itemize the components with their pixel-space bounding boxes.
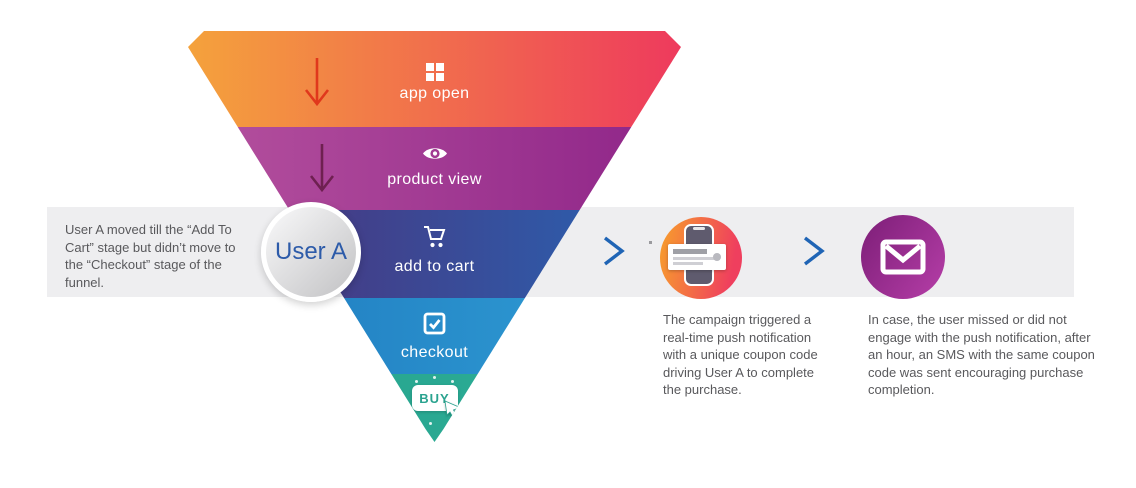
stage-label-product-view: product view [387,171,482,188]
down-arrow-icon [308,142,336,194]
stage-label-checkout: checkout [400,344,469,361]
cart-icon [422,225,448,249]
sms-envelope-icon [861,215,945,299]
right-arrow-icon [779,236,825,266]
stage-label-add-to-cart: add to cart [394,258,475,275]
funnel-stage-checkout: checkout [188,298,681,374]
down-arrow-icon [303,56,331,108]
funnel-stage-app-open: app open [188,31,681,127]
push-note: The campaign triggered a real-time push … [663,312,818,397]
funnel-stage-product-view: product view [188,127,681,210]
cursor-icon [443,400,465,422]
eye-icon [422,145,448,162]
user-a-label: User A [274,238,348,265]
sms-note: In case, the user missed or did not enga… [868,312,1095,397]
funnel-stage-buy: BUY [188,374,681,442]
envelope-icon [880,239,926,275]
stage-label-app-open: app open [399,85,470,102]
user-a-marker: User A [261,202,361,302]
right-arrow-icon [579,236,625,266]
small-dot [649,241,652,244]
left-note: User A moved till the “Add To Cart” stag… [65,222,236,290]
app-grid-icon [426,63,444,81]
buy-button-icon: BUY [412,385,458,411]
push-notification-phone-icon [660,217,742,299]
checkbox-icon [423,312,446,335]
notification-card-icon [668,244,726,270]
